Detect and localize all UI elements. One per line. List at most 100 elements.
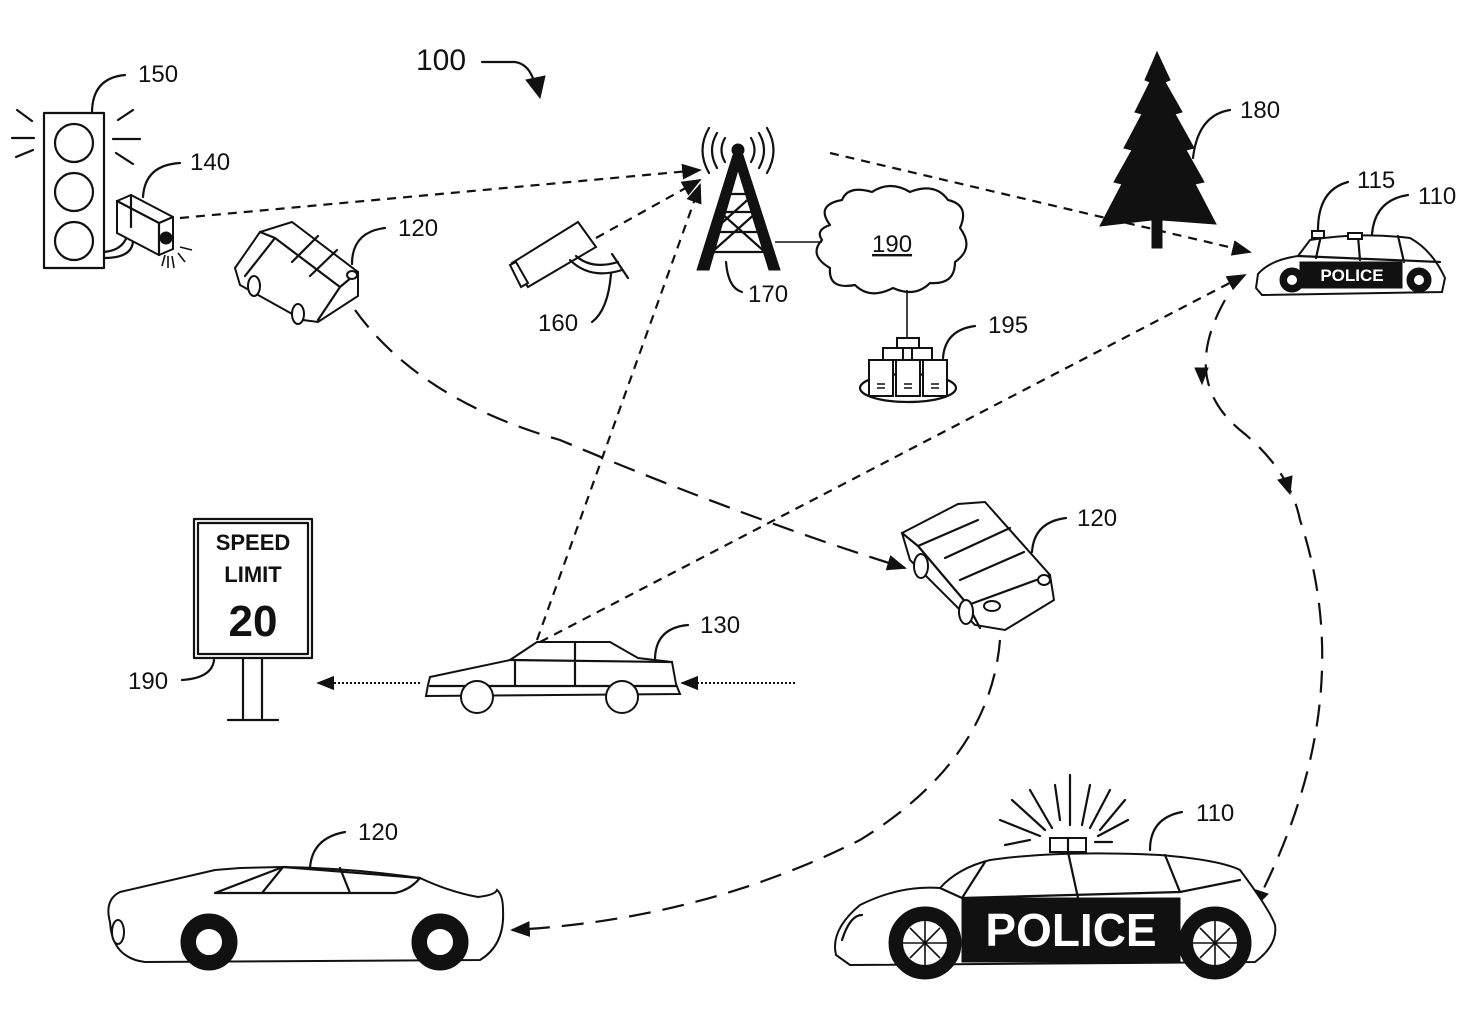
server-unit-3 [922,359,948,397]
traffic-light-lamp-top [53,122,95,164]
speed-limit-sign: SPEED LIMIT 20 190 [128,517,314,722]
server-unit-1 [868,359,894,397]
vehicle-120-middle-label: 120 [1077,505,1117,532]
vehicle-130-wheel-front [460,680,494,714]
figure-number-arrowhead [525,75,546,100]
vehicle-120-top-wheel-2 [291,303,305,325]
police-light-115-leader [1316,180,1350,232]
vehicle-120-top-wheel-1 [247,275,261,297]
cell-tower: 170 [696,126,822,308]
traffic-camera-edges [115,193,175,257]
vehicle-120-bottom-headlight [111,919,125,945]
server-cluster-label: 195 [988,312,1028,339]
server-cluster: 195 [858,312,1028,404]
police-car-small-stripe [1299,261,1403,289]
vehicle-120-bottom-label: 120 [358,819,398,846]
vehicle-120-top-body [233,220,359,324]
surveillance-camera: 160 [508,220,630,337]
vehicle-120-middle-headlight-1 [1037,574,1051,586]
traffic-camera-mount-inner [102,238,135,260]
network-cloud-shape [815,184,968,295]
vehicle-120-middle: 120 [900,500,1117,632]
police-car-large-headlight [840,913,864,942]
tree-label: 180 [1240,97,1280,124]
police-car-large-spokes-front [903,921,947,965]
traffic-camera: 140 [102,149,230,269]
traffic-camera-leader [141,161,182,199]
cell-tower-label: 170 [748,281,788,308]
traffic-camera-flash [161,246,193,269]
vehicle-120-middle-body [900,500,1056,632]
tree-leader [1191,108,1232,160]
police-light-label: 115 [1357,167,1395,194]
traffic-light-leader [90,73,127,115]
cell-tower-bracing [703,192,774,254]
traffic-light-housing [42,111,106,270]
surveillance-camera-label: 160 [538,310,578,337]
vehicle-130-wheel-rear [605,680,639,714]
police-car-large-text: POLICE [985,904,1156,956]
vehicle-120-top-leader [350,226,387,266]
vehicle-130: 130 [424,612,740,714]
link-vehicle130-to-tower [535,183,702,641]
vehicle-120-bottom-windows [213,865,422,895]
police-car-large-label: 110 [1196,800,1234,827]
police-car-small-lightbar [1347,232,1363,240]
traffic-light: 150 [10,61,178,270]
chase-arrowhead-2 [1277,475,1293,496]
police-car-small-light-115 [1311,230,1325,239]
tree: 180 [1099,50,1280,249]
surveillance-camera-lens [508,260,530,289]
police-car-small-label: 110 [1418,183,1456,210]
speed-sign-line2: LIMIT [224,562,282,587]
traffic-light-label: 150 [138,61,178,88]
server-hub [896,337,920,349]
vehicle-130-label: 130 [700,612,740,639]
vehicle-120-middle-wheel-1 [913,553,929,579]
traffic-light-lamp-middle [53,171,95,213]
server-unit-2 [895,359,921,397]
link-vehicle130-to-police [539,274,1247,643]
chase-arrowhead-1 [1194,367,1209,386]
police-car-small-hub-front [1287,275,1297,285]
server-unit-details [877,383,939,389]
vehicle-120-middle-headlight-2 [983,600,1001,612]
speed-sign-value: 20 [229,597,278,646]
police-car-small-text: POLICE [1320,266,1383,285]
vehicle-120-top: 120 [233,215,438,325]
police-car-large-windows [938,850,1242,900]
vehicle-120-top-panels [243,230,360,322]
path-vehicle120-top-to-middle [354,309,907,571]
speed-sign-outer-border [192,517,314,660]
police-car-large: POLICE 110 [834,773,1277,980]
vehicle-120-middle-leader [1030,516,1068,554]
vehicle-130-leader [653,623,690,662]
traffic-camera-label: 140 [190,149,230,176]
police-car-large-leader [1148,810,1184,852]
speed-sign-inner-border [196,521,310,656]
vehicle-120-top-label: 120 [398,215,438,242]
vehicle-130-panels [428,640,678,688]
police-car-small-leader [1370,193,1410,236]
speed-sign-leader [180,658,216,682]
police-car-small-hub-rear [1414,275,1424,285]
vehicle-120-top-headlight [346,270,358,280]
network-cloud: 190 [815,184,968,338]
cell-tower-leader [724,260,744,294]
vehicle-120-bottom: 120 [107,819,505,971]
vehicle-paths [316,299,1324,937]
vehicle-120-bottom-leader [308,830,347,870]
police-car-large-spokes-rear [1193,921,1237,965]
surveillance-camera-leader [590,272,613,324]
server-switch-right [911,347,933,361]
traffic-camera-lens [159,231,173,245]
traffic-camera-body [116,193,174,257]
path-vehicle120-middle-to-bottom [510,639,1002,937]
police-car-large-light-rays [998,773,1130,847]
vehicle-120-bottom-hub-rear [425,927,455,957]
speed-sign-post [226,656,280,722]
figure-number: 100 [416,44,546,100]
link-camera140-to-tower [179,163,702,220]
server-switch-left [882,347,904,361]
